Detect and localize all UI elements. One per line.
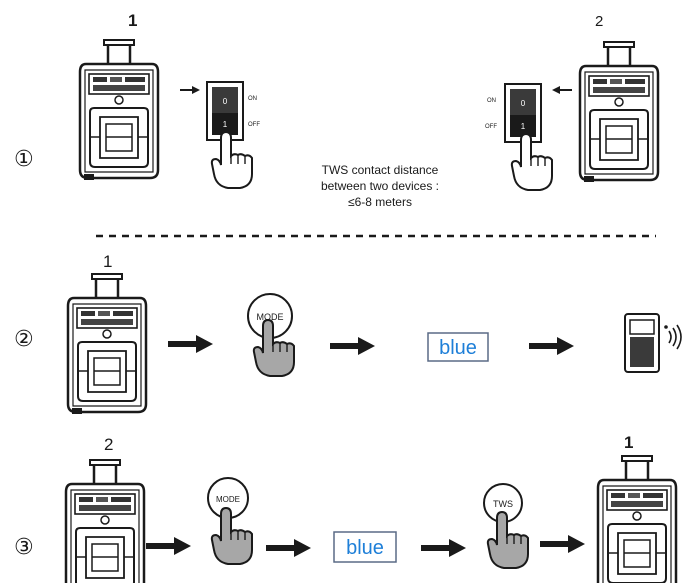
signal-icon bbox=[664, 324, 682, 350]
arrow-right-icon bbox=[540, 535, 585, 553]
arrow-right-icon bbox=[330, 337, 375, 355]
pointing-hand-icon bbox=[210, 507, 253, 565]
distance-note-line-3: ≤6-8 meters bbox=[348, 195, 412, 209]
arrow-right-icon bbox=[266, 539, 311, 557]
mode-button-label: MODE bbox=[257, 312, 284, 322]
mode-button-label: MODE bbox=[216, 495, 240, 504]
arrow-right-icon bbox=[168, 335, 213, 353]
status-indicator: blue bbox=[427, 332, 489, 362]
switch-off-label: OFF bbox=[485, 124, 497, 130]
device-number: 1 bbox=[103, 252, 112, 271]
status-text: blue bbox=[439, 337, 477, 359]
switch-top-digit: 0 bbox=[223, 97, 228, 106]
switch-on-label: ON bbox=[248, 96, 257, 102]
device-1-number: 1 bbox=[128, 11, 137, 30]
arrow-right-icon bbox=[146, 537, 191, 555]
power-switch-left: 0 1 ON OFF bbox=[206, 81, 260, 141]
switch-off-label: OFF bbox=[248, 122, 260, 128]
arrow-right-icon bbox=[529, 337, 574, 355]
mode-button: MODE bbox=[207, 477, 249, 519]
speaker-icon bbox=[578, 40, 660, 184]
speaker-icon bbox=[66, 272, 148, 416]
phone-icon bbox=[624, 313, 660, 373]
section-3: ③ 2 MODE blue TWS 1 bbox=[14, 433, 678, 583]
speaker-icon bbox=[596, 454, 678, 583]
switch-top-digit: 0 bbox=[521, 99, 526, 108]
step-marker-3: ③ bbox=[14, 534, 34, 559]
step-marker-1: ① bbox=[14, 146, 34, 171]
small-arrow-left-icon bbox=[552, 86, 572, 94]
power-switch-right: ON OFF 0 1 bbox=[485, 83, 542, 143]
distance-note-line-2: between two devices : bbox=[321, 179, 439, 193]
tws-button-label: TWS bbox=[493, 499, 513, 509]
speaker-icon bbox=[78, 38, 160, 182]
device-2-number: 2 bbox=[595, 13, 603, 30]
step-marker-2: ② bbox=[14, 326, 34, 351]
status-indicator: blue bbox=[333, 531, 397, 563]
arrow-right-icon bbox=[421, 539, 466, 557]
distance-note-line-1: TWS contact distance bbox=[322, 163, 439, 177]
switch-bottom-digit: 1 bbox=[223, 120, 228, 129]
speaker-icon bbox=[64, 458, 146, 583]
switch-bottom-digit: 1 bbox=[521, 122, 526, 131]
device-1-number: 1 bbox=[624, 433, 633, 452]
small-arrow-right-icon bbox=[180, 86, 200, 94]
section-2: ② 1 MODE blue bbox=[14, 252, 682, 416]
switch-on-label: ON bbox=[487, 98, 496, 104]
device-2-number: 2 bbox=[104, 435, 113, 454]
section-1: ① 1 0 1 ON OFF TWS contact distance betw… bbox=[14, 11, 660, 209]
status-text: blue bbox=[346, 537, 384, 559]
